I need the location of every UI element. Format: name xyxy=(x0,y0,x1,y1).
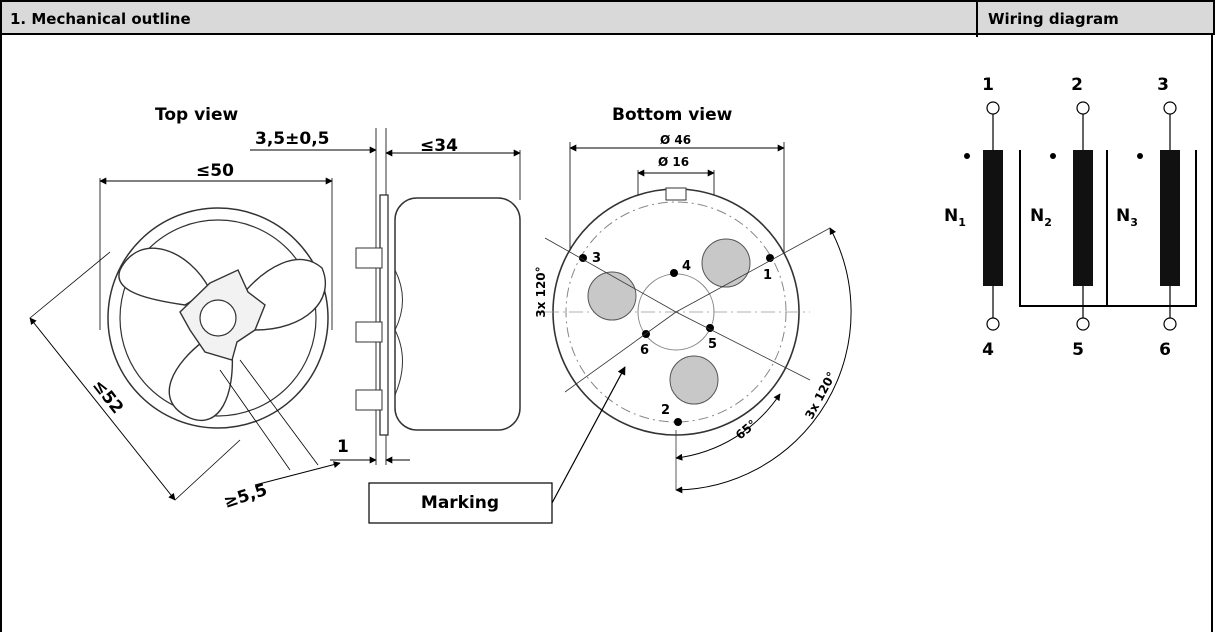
header-bar: 1. Mechanical outline Wiring diagram xyxy=(0,0,1215,37)
bottom-view-notch xyxy=(665,187,687,201)
wiring-pin-2-terminal xyxy=(1076,101,1090,115)
wiring-pin-2-label: 2 xyxy=(1071,75,1083,95)
pin-5-label: 5 xyxy=(708,337,717,352)
pad-1 xyxy=(587,271,637,321)
side-baseplate xyxy=(379,194,389,436)
wiring-pin-1-terminal xyxy=(986,101,1000,115)
wiring-pin-3-label: 3 xyxy=(1157,75,1169,95)
winding-1-coil xyxy=(983,150,1003,286)
pin-3-dot xyxy=(579,254,587,262)
pin-2-dot xyxy=(674,418,682,426)
side-body-detail-2 xyxy=(394,329,403,396)
side-pin-1 xyxy=(355,247,383,269)
angle-arc-120 xyxy=(675,227,852,494)
winding-lobe-1 xyxy=(118,247,211,306)
diagonal-ext-bottom xyxy=(174,439,241,501)
wiring-diagram-title: Wiring diagram xyxy=(988,10,1119,28)
header-divider xyxy=(976,2,978,37)
mechanical-outline-title: 1. Mechanical outline xyxy=(10,10,191,28)
winding-3-label: N3 xyxy=(1116,206,1138,229)
side-body-detail-1 xyxy=(394,269,403,331)
wiring-dot-2 xyxy=(1050,153,1056,159)
wiring-pin-1-label: 1 xyxy=(982,75,994,95)
side-pin-3 xyxy=(355,389,383,411)
angle-arc-65 xyxy=(675,393,781,461)
clearance-ext-1 xyxy=(219,369,291,471)
winding-2-label: N2 xyxy=(1030,206,1052,229)
center-hole xyxy=(199,299,237,337)
wiring-pin-6-terminal xyxy=(1163,317,1177,331)
wiring-pin-5-label: 5 xyxy=(1072,340,1084,360)
clearance-dim-label: ≥5,5 xyxy=(221,480,269,513)
marking-box xyxy=(368,482,553,524)
winding-3-coil xyxy=(1160,150,1180,286)
wiring-diagram: 1 4 N1 2 5 N2 3 6 N3 xyxy=(944,75,1197,360)
winding-lobe-3 xyxy=(168,339,234,421)
marking-callout: Marking xyxy=(368,366,626,524)
diagonal-dim-label: ≤52 xyxy=(88,376,127,418)
flange-dim-label: 3,5±0,5 xyxy=(255,129,329,149)
diagonal-dim-line xyxy=(29,317,176,501)
pin-3-label: 3 xyxy=(592,251,601,266)
top-view-label: Top view xyxy=(155,105,239,125)
winding-2-coil xyxy=(1073,150,1093,286)
wiring-pin-4-label: 4 xyxy=(982,340,994,360)
wiring-dot-3 xyxy=(1137,153,1143,159)
outer-dia-label: Ø 46 xyxy=(660,133,691,147)
angle-line-1 xyxy=(544,237,677,313)
diagonal-ext-top xyxy=(29,251,111,319)
pin-1-label: 1 xyxy=(763,268,772,283)
wiring-dot-1 xyxy=(964,153,970,159)
pin-6-label: 6 xyxy=(640,343,649,358)
marking-label: Marking xyxy=(421,493,499,513)
bottom-view-label: Bottom view xyxy=(612,105,733,125)
wiring-pin-5-terminal xyxy=(1076,317,1090,331)
inner-dia-label: Ø 16 xyxy=(658,155,689,169)
winding-1-label: N1 xyxy=(944,206,966,229)
side-view: 3,5±0,5 ≤34 3x 120° 1 xyxy=(250,128,548,465)
pin-offset-label: 1 xyxy=(337,437,349,457)
pin-4-dot xyxy=(670,269,678,277)
width-dim-label: ≤50 xyxy=(196,161,234,181)
pin-4-label: 4 xyxy=(682,259,691,274)
side-angle-label: 3x 120° xyxy=(534,266,548,317)
side-pin-2 xyxy=(355,321,383,343)
angle-line-3 xyxy=(564,311,677,393)
top-view: Top view ≤50 ≤52 ≥5,5 xyxy=(29,105,341,513)
wiring-pin-4-terminal xyxy=(986,317,1000,331)
clearance-ext-2 xyxy=(239,359,319,466)
bottom-view: Bottom view Ø 46 Ø 16 3 4 1 6 5 2 xyxy=(544,105,852,494)
angle-65-label: 65° xyxy=(733,417,759,442)
pad-3 xyxy=(669,355,719,405)
angle-bottom-label: 3x 120° xyxy=(802,370,838,422)
clearance-dim-line xyxy=(254,461,341,486)
side-body xyxy=(394,197,521,431)
wiring-pin-6-label: 6 xyxy=(1159,340,1171,360)
wiring-pin-3-terminal xyxy=(1163,101,1177,115)
pad-2 xyxy=(701,238,751,288)
marking-arrow xyxy=(551,366,626,504)
pin-2-label: 2 xyxy=(661,403,670,418)
